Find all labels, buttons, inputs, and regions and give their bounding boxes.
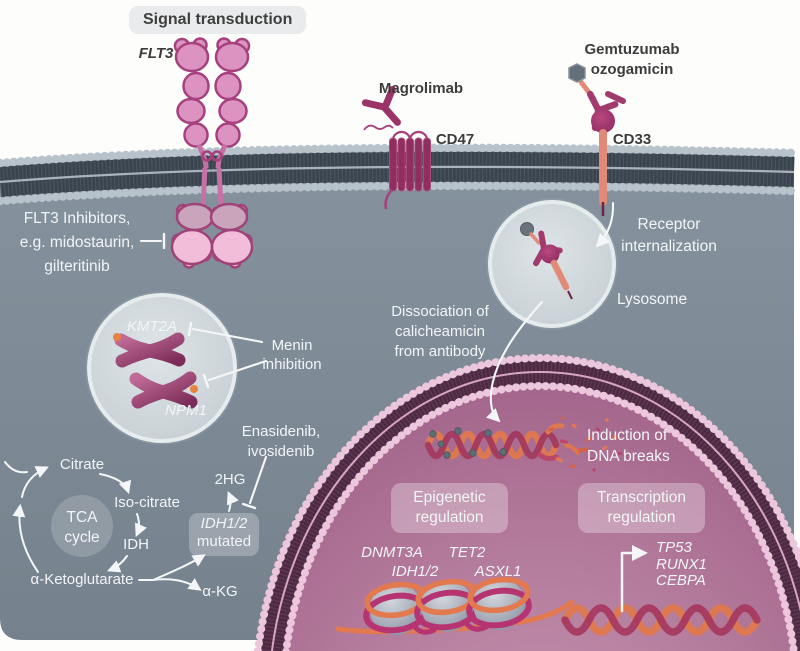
cd47-label: CD47 xyxy=(435,131,475,148)
cd33-label: CD33 xyxy=(612,131,652,148)
idh12-mutated-word: mutated xyxy=(196,533,252,551)
transcription-start-arrow xyxy=(620,544,649,613)
dissociation-label: Dissociation of calicheamicin from antib… xyxy=(391,303,489,360)
tca-arrows xyxy=(4,461,239,591)
receptor-internalization-arrow xyxy=(595,201,615,248)
flt3-inhibitors-label: FLT3 Inhibitors, e.g. midostaurin, gilte… xyxy=(19,210,135,276)
tp53-label: TP53 xyxy=(656,539,692,556)
menin-vesicle-rim xyxy=(85,291,239,445)
alpha-kg-label: α-KG xyxy=(202,583,238,600)
alpha-ketoglutarate-label: α-Ketoglutarate xyxy=(30,571,134,588)
gemtuzumab-label: Gemtuzumab ozogamicin xyxy=(584,41,680,79)
tca-cycle-disc xyxy=(51,495,113,557)
dnmt3a-label: DNMT3A xyxy=(361,544,423,561)
magrolimab-antibody xyxy=(361,85,401,126)
calicheamicin-dots xyxy=(429,427,507,459)
menin-inhibition-lines xyxy=(187,321,268,389)
dna-debris xyxy=(537,416,622,472)
white-arrows xyxy=(4,201,615,591)
flt3-inhibition-tbar xyxy=(139,232,166,250)
kmt2a-chromosome xyxy=(113,332,186,368)
transcription-regulation-box: Transcription regulation xyxy=(578,483,705,533)
idh12-mutated-box: IDH1/2 mutated xyxy=(189,513,259,556)
cebpa-label: CEBPA xyxy=(656,572,706,589)
npm1-chromosome xyxy=(129,371,198,409)
nucleosome-3 xyxy=(466,576,532,630)
dna-breaks-label: Induction of DNA breaks xyxy=(587,427,670,466)
magrolimab-label: Magrolimab xyxy=(378,80,464,97)
enasidenib-label: Enasidenib, ivosidenib xyxy=(241,423,321,460)
gemtuzumab-cd33 xyxy=(568,63,626,216)
iso-citrate-label: Iso-citrate xyxy=(114,494,180,511)
receptor-internalization-label: Receptor internalization xyxy=(621,216,717,255)
two-hg-label: 2HG xyxy=(214,471,246,488)
flt3-receptor xyxy=(170,39,252,268)
lysosome-label: Lysosome xyxy=(617,291,688,308)
tet2-label: TET2 xyxy=(448,544,486,561)
transcription-helix xyxy=(561,544,761,636)
signal-transduction-title: Signal transduction xyxy=(129,6,307,34)
idh12-nucleosome-label: IDH1/2 xyxy=(391,563,439,580)
idh-label: IDH xyxy=(123,536,149,553)
menin-inhibition-label: Menin inhibition xyxy=(262,337,322,374)
citrate-label: Citrate xyxy=(59,456,105,473)
kmt2a-label: KMT2A xyxy=(126,318,178,335)
lysosome-rim xyxy=(486,198,618,330)
dna-break-helix xyxy=(424,416,622,472)
menin-vesicle xyxy=(87,293,237,443)
dissociation-arrow xyxy=(485,300,544,423)
plasma-membrane xyxy=(0,143,799,206)
nucleosomes xyxy=(335,576,575,635)
tca-cycle-label: TCA cycle xyxy=(64,509,100,546)
flt3-label: FLT3 xyxy=(138,45,174,62)
runx1-label: RUNX1 xyxy=(656,556,707,573)
enasidenib-inhibition-line xyxy=(241,455,268,510)
cd47-receptor xyxy=(363,124,431,210)
asxl1-label: ASXL1 xyxy=(474,563,522,580)
idh12-mutated-gene: IDH1/2 xyxy=(200,515,248,532)
epigenetic-regulation-box: Epigenetic regulation xyxy=(391,483,508,533)
cd33-head xyxy=(591,109,615,133)
npm1-label: NPM1 xyxy=(165,402,207,419)
internalized-complex xyxy=(520,222,573,300)
calicheamicin-payload xyxy=(568,63,586,83)
nucleosome-1 xyxy=(363,581,429,635)
